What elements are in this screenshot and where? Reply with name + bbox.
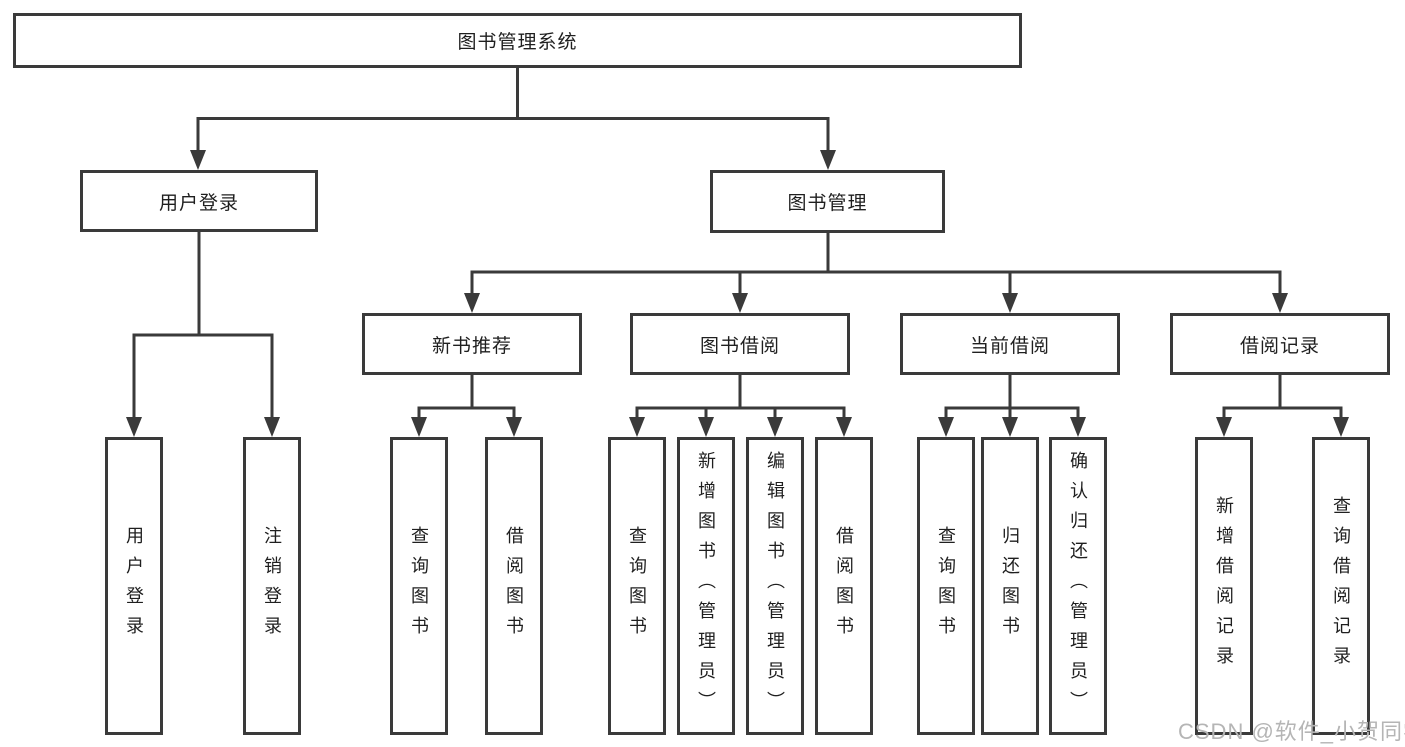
leaf-query-books-current-label: 查询图书 bbox=[936, 526, 956, 646]
leaf-add-books-admin-label: 新增图书（管理员） bbox=[696, 451, 716, 721]
node-user-login-label: 用户登录 bbox=[158, 192, 239, 214]
node-current-borrowing: 当前借阅 bbox=[900, 313, 1120, 375]
leaf-confirm-return-admin: 确认归还（管理员） bbox=[1049, 437, 1107, 735]
leaf-edit-books-admin-label: 编辑图书（管理员） bbox=[765, 451, 785, 721]
leaf-borrow-books-borrowing-label: 借阅图书 bbox=[834, 526, 854, 646]
node-book-borrowing-label: 图书借阅 bbox=[699, 335, 780, 357]
node-book-borrowing: 图书借阅 bbox=[630, 313, 850, 375]
leaf-logout: 注销登录 bbox=[243, 437, 301, 735]
leaf-user-login: 用户登录 bbox=[105, 437, 163, 735]
node-borrowing-records-label: 借阅记录 bbox=[1239, 335, 1320, 357]
node-new-book-recommendation: 新书推荐 bbox=[362, 313, 582, 375]
csdn-watermark: CSDN @软件_小贺同学 bbox=[1178, 719, 1405, 744]
leaf-query-books-current: 查询图书 bbox=[917, 437, 975, 735]
leaf-query-books-borrowing: 查询图书 bbox=[608, 437, 666, 735]
leaf-logout-label: 注销登录 bbox=[262, 526, 282, 646]
node-borrowing-records: 借阅记录 bbox=[1170, 313, 1390, 375]
leaf-confirm-return-admin-label: 确认归还（管理员） bbox=[1068, 451, 1088, 721]
leaf-borrow-books-borrowing: 借阅图书 bbox=[815, 437, 873, 735]
leaf-query-books-borrowing-label: 查询图书 bbox=[627, 526, 647, 646]
leaf-return-books: 归还图书 bbox=[981, 437, 1039, 735]
node-root-label: 图书管理系统 bbox=[457, 32, 578, 53]
leaf-query-borrow-record-label: 查询借阅记录 bbox=[1331, 496, 1351, 676]
connector-lines bbox=[132, 68, 1343, 419]
node-book-management: 图书管理 bbox=[710, 170, 945, 233]
node-current-borrowing-label: 当前借阅 bbox=[969, 335, 1050, 357]
leaf-query-books-recommend-label: 查询图书 bbox=[409, 526, 429, 646]
leaf-add-borrow-record-label: 新增借阅记录 bbox=[1214, 496, 1234, 676]
leaf-edit-books-admin: 编辑图书（管理员） bbox=[746, 437, 804, 735]
leaf-add-books-admin: 新增图书（管理员） bbox=[677, 437, 735, 735]
node-new-book-recommendation-label: 新书推荐 bbox=[431, 335, 512, 357]
leaf-query-borrow-record: 查询借阅记录 bbox=[1312, 437, 1370, 735]
arrowhead-icons bbox=[126, 150, 1349, 437]
node-book-management-label: 图书管理 bbox=[787, 193, 868, 214]
node-root: 图书管理系统 bbox=[13, 13, 1022, 68]
leaf-add-borrow-record: 新增借阅记录 bbox=[1195, 437, 1253, 735]
leaf-borrow-books-recommend-label: 借阅图书 bbox=[504, 526, 524, 646]
leaf-query-books-recommend: 查询图书 bbox=[390, 437, 448, 735]
leaf-return-books-label: 归还图书 bbox=[1000, 526, 1020, 646]
leaf-user-login-label: 用户登录 bbox=[124, 526, 144, 646]
leaf-borrow-books-recommend: 借阅图书 bbox=[485, 437, 543, 735]
node-user-login: 用户登录 bbox=[80, 170, 318, 232]
